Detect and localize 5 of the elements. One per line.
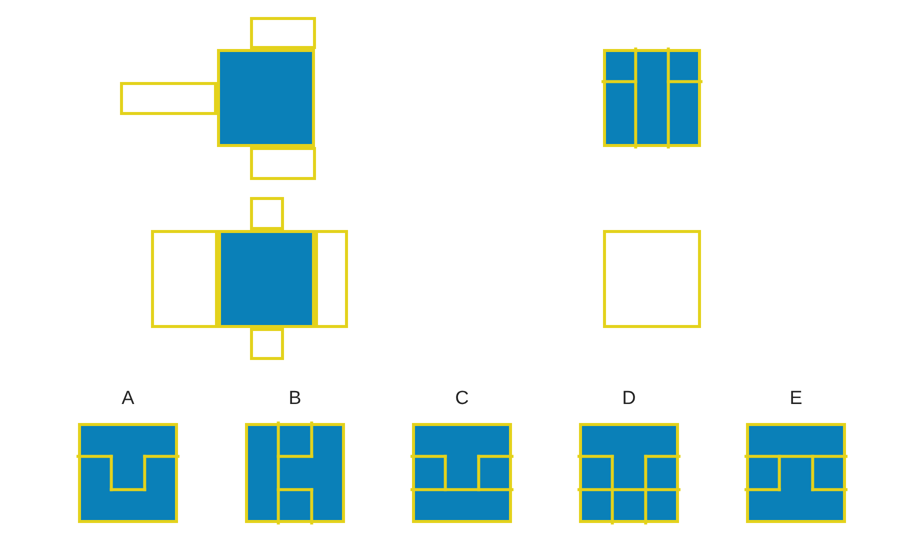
option-letter: C <box>454 388 470 410</box>
option-letter: D <box>621 388 637 410</box>
option-letter: E <box>788 388 804 410</box>
option-letter: B <box>288 388 302 410</box>
option-letter: A <box>120 388 136 410</box>
